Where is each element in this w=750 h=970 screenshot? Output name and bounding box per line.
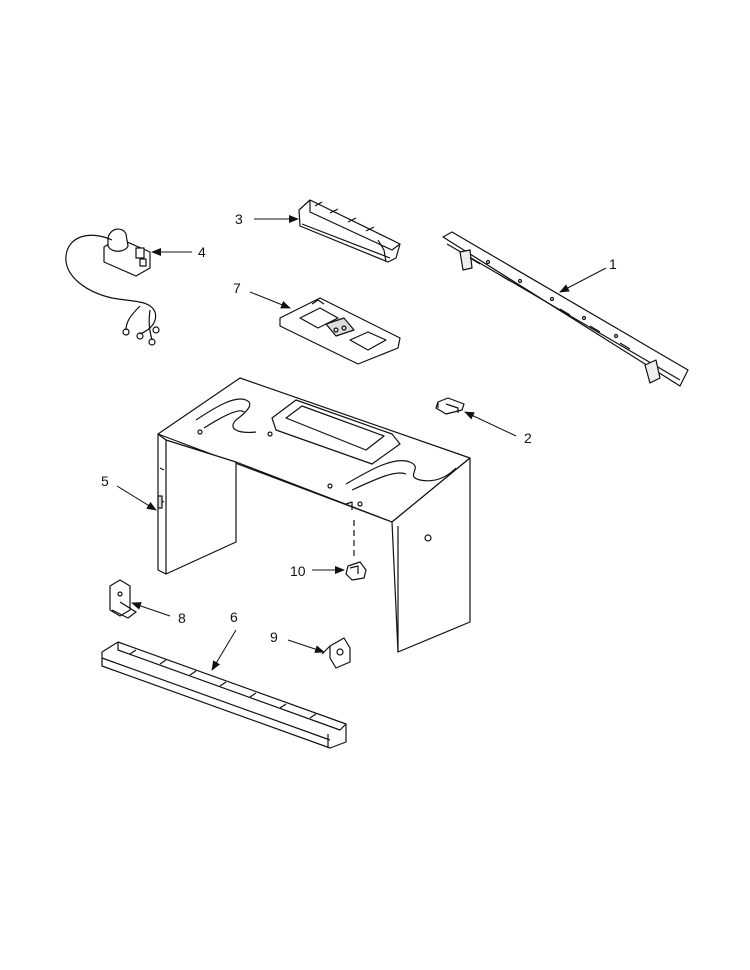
callout-7: 7 bbox=[233, 280, 241, 296]
callout-5: 5 bbox=[101, 473, 109, 489]
leader-1 bbox=[559, 267, 607, 293]
callout-4: 4 bbox=[198, 244, 206, 260]
leader-2 bbox=[464, 411, 517, 437]
callout-6: 6 bbox=[230, 609, 238, 625]
vent-damper bbox=[298, 199, 401, 263]
leader-lines bbox=[116, 215, 607, 671]
leader-5 bbox=[116, 485, 157, 511]
callout-1: 1 bbox=[609, 256, 617, 272]
callout-2: 2 bbox=[524, 430, 532, 446]
left-corner-bracket bbox=[109, 579, 137, 619]
leader-9 bbox=[287, 639, 325, 653]
small-bracket bbox=[435, 397, 465, 415]
right-corner-bracket bbox=[321, 637, 351, 669]
cabinet-housing bbox=[157, 377, 471, 653]
front-trim-bar bbox=[101, 641, 347, 749]
callout-10: 10 bbox=[290, 563, 306, 579]
leader-8 bbox=[131, 602, 171, 617]
callout-9: 9 bbox=[270, 629, 278, 645]
leader-6 bbox=[211, 629, 237, 671]
switch-clip bbox=[345, 520, 367, 581]
power-cord bbox=[65, 228, 160, 346]
callout-8: 8 bbox=[178, 610, 186, 626]
callout-3: 3 bbox=[235, 211, 243, 227]
mounting-rail bbox=[442, 231, 689, 387]
control-plate bbox=[279, 297, 401, 365]
leader-7 bbox=[249, 291, 291, 309]
